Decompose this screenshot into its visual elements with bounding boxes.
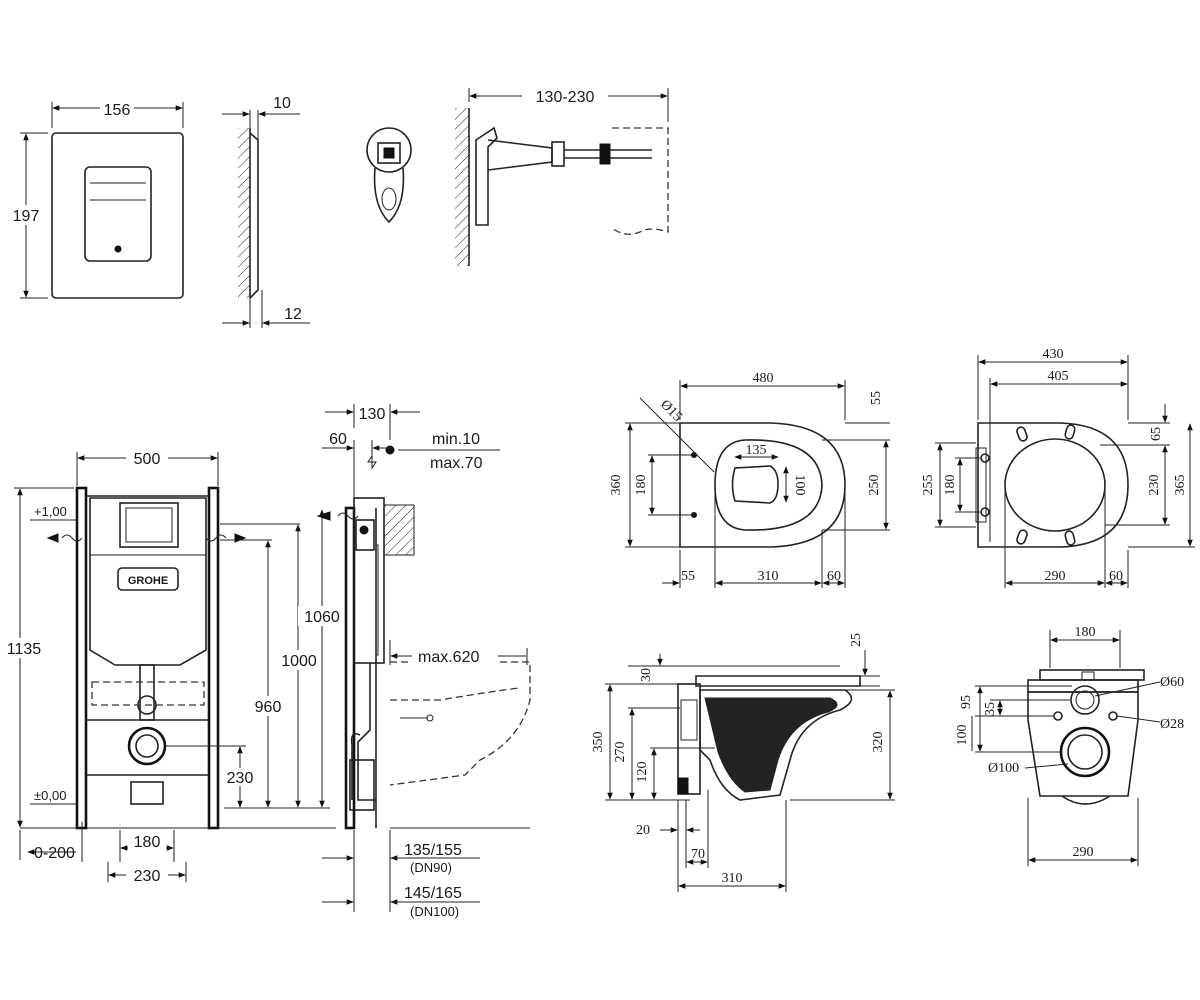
installation-frame-side: 130 60 min.10 max.70 max.620 135/155 (DN… xyxy=(316,404,531,919)
back-d28-label: Ø28 xyxy=(1160,717,1184,732)
height-1060-label: 1060 xyxy=(304,609,340,626)
bracket-range-label: 130-230 xyxy=(536,89,595,106)
bowl-side-view: 25 30 350 270 120 320 20 70 310 xyxy=(591,633,895,892)
outlet-230-label: 230 xyxy=(134,868,161,885)
bowl-length-label: 480 xyxy=(753,371,774,386)
seat-b290-label: 290 xyxy=(1045,569,1066,584)
side-b310-label: 310 xyxy=(722,871,743,886)
bowl-h180-label: 180 xyxy=(634,475,649,496)
height-230-label: 230 xyxy=(227,770,254,787)
seat-h365-label: 365 xyxy=(1173,475,1188,496)
bowl-h360-label: 360 xyxy=(609,475,624,496)
side-h270-label: 270 xyxy=(613,742,628,763)
seat-w430-label: 430 xyxy=(1043,347,1064,362)
seat-b60-label: 60 xyxy=(1109,569,1123,584)
side-h350-label: 350 xyxy=(591,732,606,753)
plate-height-label: 197 xyxy=(13,208,40,225)
seat-h65-label: 65 xyxy=(1149,427,1164,441)
max-70-label: max.70 xyxy=(430,455,483,472)
dn100-value-label: 145/165 xyxy=(404,885,462,902)
back-d100-label: Ø100 xyxy=(988,761,1019,776)
seat-h255-label: 255 xyxy=(921,475,936,496)
depth-60-label: 60 xyxy=(329,431,347,448)
plate-logo-icon xyxy=(114,245,122,253)
bowl-b310-label: 310 xyxy=(758,569,779,584)
bowl-top-view: 480 55 Ø15 135 100 360 180 250 55 310 xyxy=(609,371,890,588)
plate-width-label-fg: 156 xyxy=(104,102,131,119)
min-10-label: min.10 xyxy=(432,431,480,448)
installation-frame-front: GROHE +1,00 ±0,00 500 1135 0-200 xyxy=(2,448,346,885)
grohe-logo xyxy=(117,567,179,591)
flush-plate-side: 10 12 xyxy=(222,95,310,328)
depth-130-label: 130 xyxy=(359,406,386,423)
plate-depth-bottom-label: 12 xyxy=(284,306,302,323)
seat-lid-side xyxy=(695,675,861,687)
side-h30-label: 30 xyxy=(639,668,654,682)
back-b290-label: 290 xyxy=(1073,845,1094,860)
max-620-label: max.620 xyxy=(418,649,479,666)
side-h25-label: 25 xyxy=(849,633,864,647)
dashed-bowl-outline xyxy=(389,661,531,786)
side-h320-label: 320 xyxy=(871,732,886,753)
bowl-outline xyxy=(679,422,846,548)
side-h120-label: 120 xyxy=(635,762,650,783)
bowl-b60-label: 60 xyxy=(827,569,841,584)
side-b20-label: 20 xyxy=(636,823,650,838)
bowl-h55-label: 55 xyxy=(869,391,884,405)
seat-h180-label: 180 xyxy=(943,475,958,496)
back-h100-label: 100 xyxy=(955,725,970,746)
dn100-label: (DN100) xyxy=(410,904,459,919)
opening-width-label: 135 xyxy=(746,443,767,458)
bracket-side: 130-230 xyxy=(455,86,669,266)
flush-plate-front: 156 156 197 xyxy=(6,100,184,299)
outlet-180-label: 180 xyxy=(134,834,161,851)
plate-outline xyxy=(51,132,184,299)
back-w180-label: 180 xyxy=(1075,625,1096,640)
back-h95-label: 95 xyxy=(959,695,974,709)
frame-height-label: 1135 xyxy=(7,641,42,658)
bowl-back-view: 180 Ø60 Ø28 Ø100 95 35 100 290 xyxy=(955,625,1184,866)
seat-outline xyxy=(977,422,1129,548)
hole-diameter-label: Ø15 xyxy=(657,397,685,425)
bowl-h250-label: 250 xyxy=(867,475,882,496)
seat-top-view: 430 405 65 230 365 255 180 290 60 xyxy=(921,347,1195,588)
height-960-label: 960 xyxy=(255,699,282,716)
bowl-b55-label: 55 xyxy=(681,569,695,584)
plate-depth-top-label: 10 xyxy=(273,95,291,112)
frame-width-label: 500 xyxy=(134,451,161,468)
cistern xyxy=(89,497,207,666)
side-b70-label: 70 xyxy=(691,847,705,862)
seat-w405-label: 405 xyxy=(1048,369,1069,384)
opening-height-label: 100 xyxy=(792,475,807,496)
back-h35-label: 35 xyxy=(983,702,998,716)
bracket-icon xyxy=(366,127,412,224)
seat-h230-label: 230 xyxy=(1147,475,1162,496)
plate-button-frame xyxy=(84,166,152,262)
height-1000-label: 1000 xyxy=(281,653,317,670)
grohe-logo-text: GROHE xyxy=(128,575,168,587)
dn90-label: (DN90) xyxy=(410,860,452,875)
dn90-value-label: 135/155 xyxy=(404,842,462,859)
cistern-side xyxy=(353,497,385,664)
foot-adjust-label: 0-200 xyxy=(34,845,75,862)
level-top-label: +1,00 xyxy=(34,504,67,519)
level-zero-label: ±0,00 xyxy=(34,788,66,803)
back-d60-label: Ø60 xyxy=(1160,675,1184,690)
